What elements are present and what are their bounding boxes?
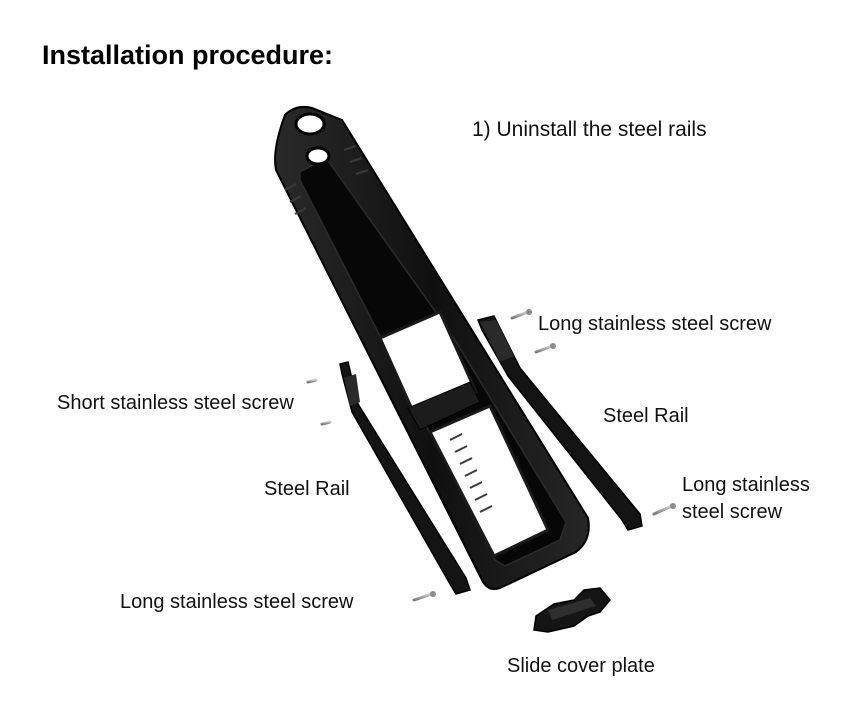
label-long-screw-top: Long stainless steel screw [538, 313, 772, 335]
pistol-slide [274, 105, 590, 590]
label-long-screw-right-line2: steel screw [682, 501, 783, 523]
long-screw-bottom [412, 591, 436, 602]
label-long-screw-right-line1: Long stainless [682, 474, 810, 496]
step-instruction: 1) Uninstall the steel rails [472, 118, 707, 141]
label-long-screw-right: Long stainless steel screw [682, 472, 810, 526]
label-slide-cover-plate: Slide cover plate [507, 655, 655, 677]
label-long-screw-bottom: Long stainless steel screw [120, 591, 354, 613]
steel-rail-right [476, 315, 643, 531]
long-screw-top-2 [534, 343, 556, 354]
page-title: Installation procedure: [42, 40, 334, 70]
label-steel-rail-right: Steel Rail [603, 405, 689, 427]
long-screw-top-1 [510, 309, 532, 320]
short-screw-1 [306, 378, 318, 384]
slide-cover-plate [533, 587, 611, 633]
long-screw-right [652, 503, 676, 516]
label-steel-rail-left: Steel Rail [264, 478, 350, 500]
short-screw-2 [320, 420, 332, 426]
steel-rail-left [339, 361, 471, 595]
label-short-screw: Short stainless steel screw [57, 392, 294, 414]
